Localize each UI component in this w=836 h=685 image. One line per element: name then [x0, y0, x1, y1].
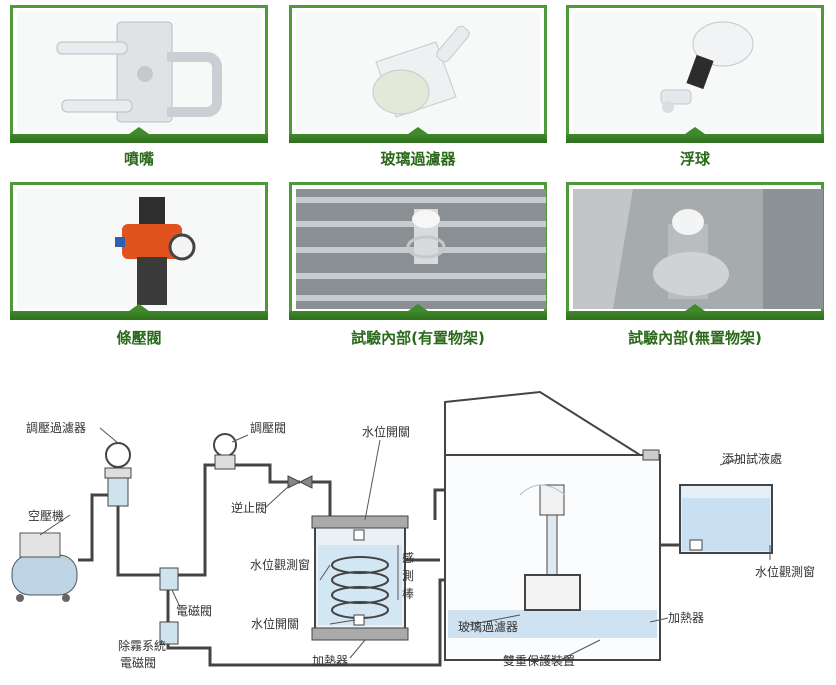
card-bar: [10, 304, 268, 320]
card-float: [566, 5, 824, 143]
label-heater-right: 加熱器: [668, 611, 704, 625]
float-photo: [573, 12, 817, 132]
caption-glass-filter: 玻璃過濾器: [380, 150, 456, 168]
test-chamber: [444, 390, 661, 661]
nozzle-photo: [17, 12, 261, 132]
label-regulator-valve: 調壓閥: [250, 421, 286, 435]
solution-tank: [679, 484, 773, 554]
label-add-solution: 添加試液處: [722, 451, 782, 466]
label-check-valve: 逆止閥: [231, 500, 267, 515]
caption-float: 浮球: [679, 150, 710, 168]
card-bar: [10, 127, 268, 143]
label-sensor-2: 測: [402, 569, 414, 583]
regulator-filter: [104, 442, 132, 507]
label-water-window-left: 水位觀測窗: [250, 557, 310, 572]
regulator-valve: [213, 433, 237, 470]
card-pressure-valve: [10, 182, 268, 320]
air-compressor: [11, 532, 78, 602]
glass-filter-photo: [296, 12, 540, 132]
interior-with-rack-photo: [296, 189, 546, 309]
interior-no-rack-photo: [573, 189, 823, 309]
card-bar: [566, 304, 824, 320]
label-water-switch-bottom: 水位開關: [251, 616, 299, 631]
salt-spray-system-diagram: 調壓過濾器 調壓閥 水位開關 添加試液處 空壓機 逆止閥 水位觀測窗 感 測 棒…: [11, 390, 815, 670]
label-water-switch-top: 水位開關: [362, 424, 410, 439]
card-interior-with-rack: [289, 182, 547, 320]
caption-interior-no-rack: 試驗內部(無置物架): [628, 329, 762, 347]
card-bar: [566, 127, 824, 143]
defog-solenoid-valve: [159, 621, 179, 645]
label-sensor-3: 棒: [402, 587, 414, 601]
card-glass-filter: [289, 5, 547, 143]
pressure-valve-photo: [17, 189, 261, 309]
label-water-window-right: 水位觀測窗: [755, 564, 815, 579]
label-sensor-1: 感: [402, 550, 414, 565]
solenoid-valve: [159, 567, 179, 591]
label-leaders: [39, 427, 771, 661]
card-interior-no-rack: [566, 182, 824, 320]
caption-nozzle: 噴嘴: [123, 150, 154, 168]
card-bar: [289, 127, 547, 143]
saturation-tower: [311, 515, 409, 641]
check-valve: [287, 475, 313, 489]
label-defog-1: 除霧系統: [118, 638, 166, 653]
card-nozzle: [10, 5, 268, 143]
caption-pressure-valve: 條壓閥: [116, 329, 162, 347]
label-air-compressor: 空壓機: [28, 508, 64, 523]
card-bar: [289, 304, 547, 320]
label-defog-2: 電磁閥: [120, 655, 156, 670]
label-heater-bottom: 加熱器: [312, 654, 348, 668]
label-glass-filter: 玻璃過濾器: [458, 619, 518, 634]
label-regulator-filter: 調壓過濾器: [26, 420, 86, 435]
caption-interior-with-rack: 試驗內部(有置物架): [351, 329, 485, 347]
label-dual-protection: 雙重保護裝置: [503, 653, 575, 668]
label-solenoid-valve: 電磁閥: [176, 603, 212, 618]
